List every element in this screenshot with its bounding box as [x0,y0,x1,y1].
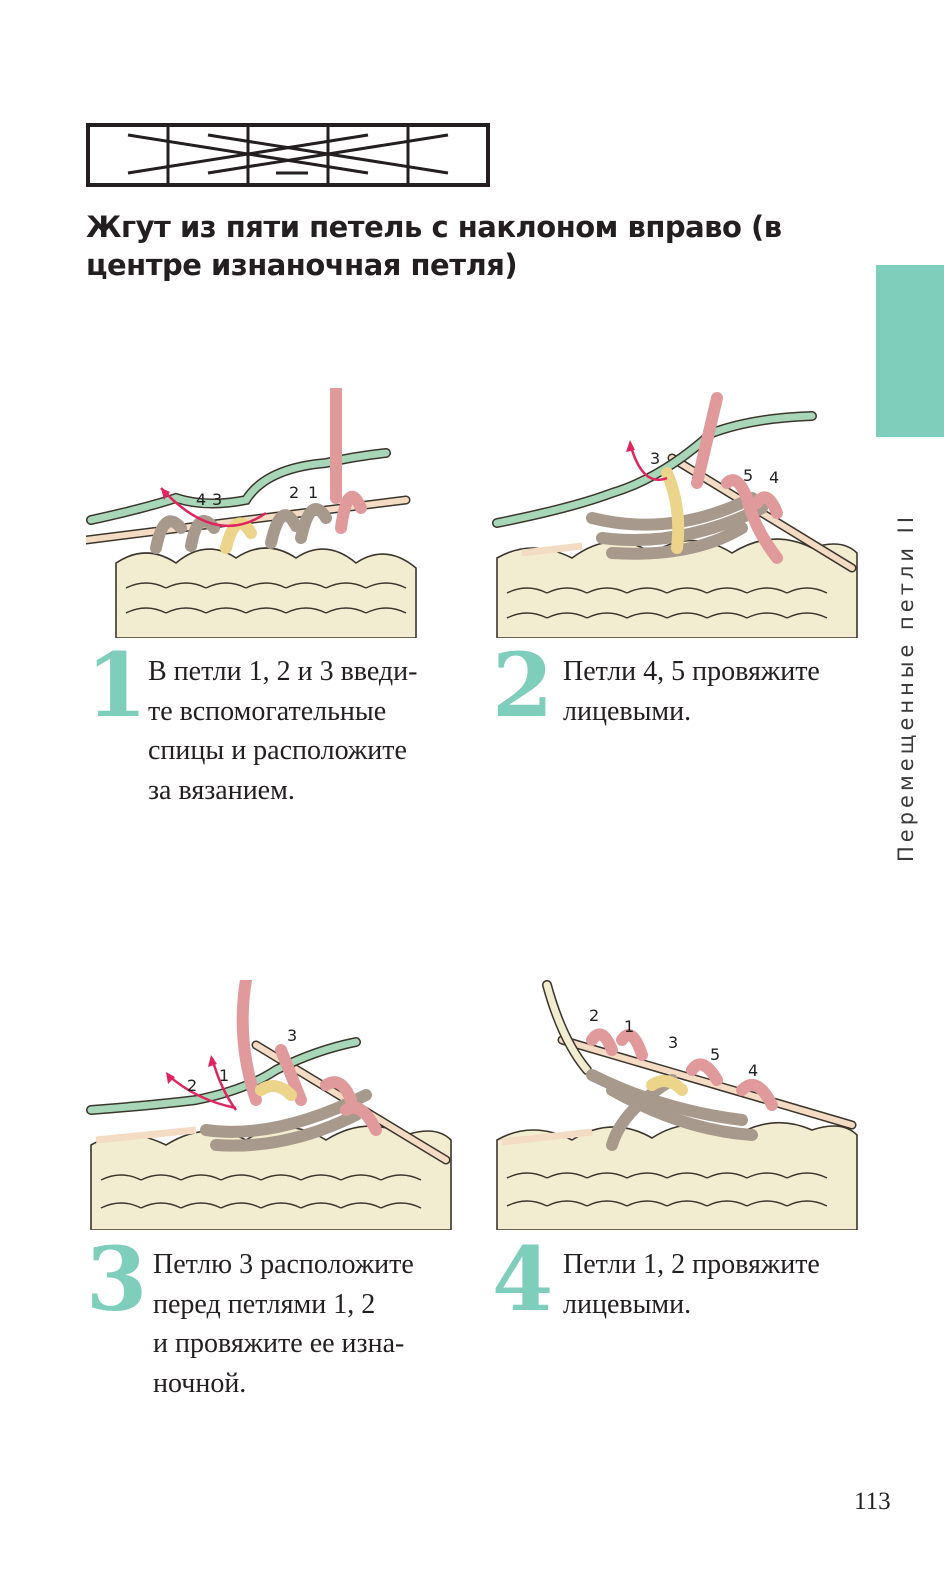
step-4-illustration: 2 1 3 5 4 [496,980,858,1230]
loop-label: 3 [668,1033,678,1052]
section-tab [876,265,944,437]
section-side-label: Перемещенные петли II [894,512,918,863]
loop-label: 3 [650,449,660,468]
step-4-text: Петли 1, 2 провяжите лицевыми. [563,1249,820,1320]
loop-label: 4 [748,1061,758,1080]
step-2-illustration: 3 5 4 [492,392,858,638]
step-3-illustration: 2 1 3 [86,980,452,1230]
loop-label: 4 [196,490,206,509]
loop-label: 2 [187,1076,197,1095]
loop-label: 1 [219,1066,229,1085]
loop-label: 1 [624,1017,634,1036]
page-number: 113 [854,1488,891,1515]
step-1-illustration: 4 3 2 1 [86,388,417,638]
step-2-text: Петли 4, 5 провяжите лицевыми. [563,656,820,727]
cable-chart-symbol [86,123,490,187]
loop-label: 5 [710,1045,720,1064]
step-1-text: В петли 1, 2 и 3 введи- те вспомогательн… [148,656,418,806]
step-3-number: 3 [86,1227,148,1331]
step-1-number: 1 [86,633,148,737]
loop-label: 3 [212,490,222,509]
loop-label: 1 [308,483,318,502]
loop-label: 2 [289,483,299,502]
loop-label: 4 [769,468,779,487]
step-4-number: 4 [492,1227,554,1331]
page-title: Жгут из пяти петель с наклоном вправо (в… [86,210,782,282]
loop-label: 2 [589,1006,599,1025]
step-3-text: Петлю 3 расположите перед петлями 1, 2 и… [153,1249,414,1399]
step-2-number: 2 [492,633,554,737]
loop-label: 5 [743,466,753,485]
loop-label: 3 [287,1026,297,1045]
